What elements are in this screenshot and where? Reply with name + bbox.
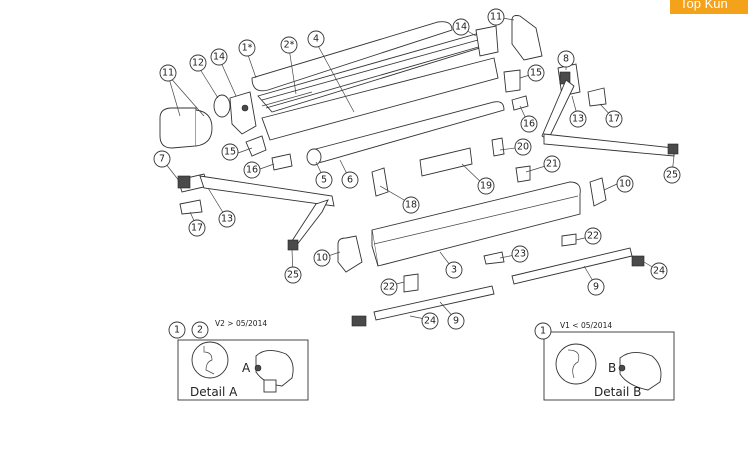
svg-text:1: 1	[174, 325, 180, 336]
part-labels: 1* 2* 4 11 12 14 15 16 5 6 7 13 17 25 18…	[153, 8, 681, 330]
svg-text:13: 13	[221, 214, 233, 225]
detail-a-title: Detail A	[190, 385, 238, 399]
label-17-left: 17	[188, 219, 206, 237]
label-11-left: 11	[159, 64, 177, 82]
svg-text:13: 13	[572, 114, 584, 125]
label-24-left: 24	[421, 312, 439, 330]
label-18: 18	[402, 196, 420, 214]
svg-text:23: 23	[514, 249, 526, 260]
detail-a-num1: 1	[168, 321, 186, 339]
svg-text:14: 14	[213, 52, 225, 63]
label-4: 4	[307, 30, 325, 48]
svg-text:25: 25	[666, 170, 678, 181]
svg-text:1: 1	[540, 326, 546, 337]
svg-text:10: 10	[619, 179, 631, 190]
svg-text:18: 18	[405, 200, 417, 211]
svg-text:7: 7	[159, 154, 165, 165]
label-22-right: 22	[584, 227, 602, 245]
label-10-left: 10	[313, 249, 331, 267]
svg-text:4: 4	[313, 34, 319, 45]
label-8: 8	[557, 50, 575, 68]
svg-text:10: 10	[316, 253, 328, 264]
svg-text:12: 12	[192, 58, 204, 69]
svg-text:21: 21	[546, 159, 558, 170]
svg-text:6: 6	[347, 175, 353, 186]
label-25-right: 25	[663, 166, 681, 184]
label-17-right: 17	[605, 110, 623, 128]
detail-b-marker: B	[608, 361, 616, 375]
label-12: 12	[189, 54, 207, 72]
label-24-right: 24	[650, 262, 668, 280]
front-caps	[337, 177, 607, 273]
svg-text:15: 15	[224, 147, 236, 158]
small-brackets	[371, 137, 577, 293]
svg-text:19: 19	[480, 181, 492, 192]
label-9-right: 9	[587, 278, 605, 296]
svg-text:3: 3	[451, 265, 457, 276]
cassette-panels	[251, 21, 499, 141]
label-10-right: 10	[616, 175, 634, 193]
label-13-right: 13	[569, 110, 587, 128]
label-13-left: 13	[218, 210, 236, 228]
svg-text:11: 11	[162, 68, 174, 79]
svg-text:2*: 2*	[284, 40, 295, 51]
label-22-left: 22	[380, 278, 398, 296]
label-16-right: 16	[520, 115, 538, 133]
label-7: 7	[153, 150, 171, 168]
left-arm	[177, 173, 335, 251]
svg-text:9: 9	[593, 282, 599, 293]
svg-text:14: 14	[455, 22, 467, 33]
svg-text:20: 20	[517, 142, 529, 153]
detail-a-version: V2 > 05/2014	[215, 319, 267, 328]
svg-text:9: 9	[453, 316, 459, 327]
svg-text:15: 15	[530, 68, 542, 79]
label-15-left: 15	[221, 143, 239, 161]
label-14-right: 14	[452, 18, 470, 36]
label-1star: 1*	[238, 39, 256, 57]
svg-text:22: 22	[383, 282, 395, 293]
detail-b-version: V1 < 05/2014	[560, 321, 612, 330]
right-arm	[541, 63, 679, 157]
front-profile	[371, 181, 581, 267]
label-25-left: 25	[284, 266, 302, 284]
label-5: 5	[315, 171, 333, 189]
svg-text:24: 24	[653, 266, 665, 277]
svg-text:16: 16	[246, 165, 258, 176]
label-2star: 2*	[280, 36, 298, 54]
label-6: 6	[341, 171, 359, 189]
label-9-left: 9	[447, 312, 465, 330]
label-11-right: 11	[487, 8, 505, 26]
top-badge[interactable]: Top Kun	[670, 0, 748, 14]
label-16-left: 16	[243, 161, 261, 179]
detail-a-num2: 2	[191, 321, 209, 339]
detail-a: 1 2 V2 > 05/2014 A Detail A	[168, 319, 309, 401]
svg-text:25: 25	[287, 270, 299, 281]
svg-text:22: 22	[587, 231, 599, 242]
detail-b-title: Detail B	[594, 385, 641, 399]
label-23: 23	[511, 245, 529, 263]
svg-text:5: 5	[321, 175, 327, 186]
svg-text:8: 8	[563, 54, 569, 65]
svg-text:11: 11	[490, 12, 502, 23]
label-19: 19	[477, 177, 495, 195]
roller-tube	[306, 101, 505, 166]
label-21: 21	[543, 155, 561, 173]
detail-a-marker: A	[242, 361, 251, 375]
svg-text:2: 2	[197, 325, 203, 336]
label-14-left: 14	[210, 48, 228, 66]
svg-text:17: 17	[191, 223, 203, 234]
label-3: 3	[445, 261, 463, 279]
guide-rails	[351, 247, 645, 327]
right-end-cap	[475, 15, 543, 111]
svg-text:24: 24	[424, 316, 436, 327]
left-end-cap	[159, 91, 293, 171]
label-20: 20	[514, 138, 532, 156]
svg-text:1*: 1*	[242, 43, 253, 54]
svg-text:17: 17	[608, 114, 620, 125]
svg-text:16: 16	[523, 119, 535, 130]
detail-b-num1: 1	[534, 322, 552, 340]
detail-b: 1 V1 < 05/2014 B Detail B	[534, 321, 675, 401]
label-15-right: 15	[527, 64, 545, 82]
